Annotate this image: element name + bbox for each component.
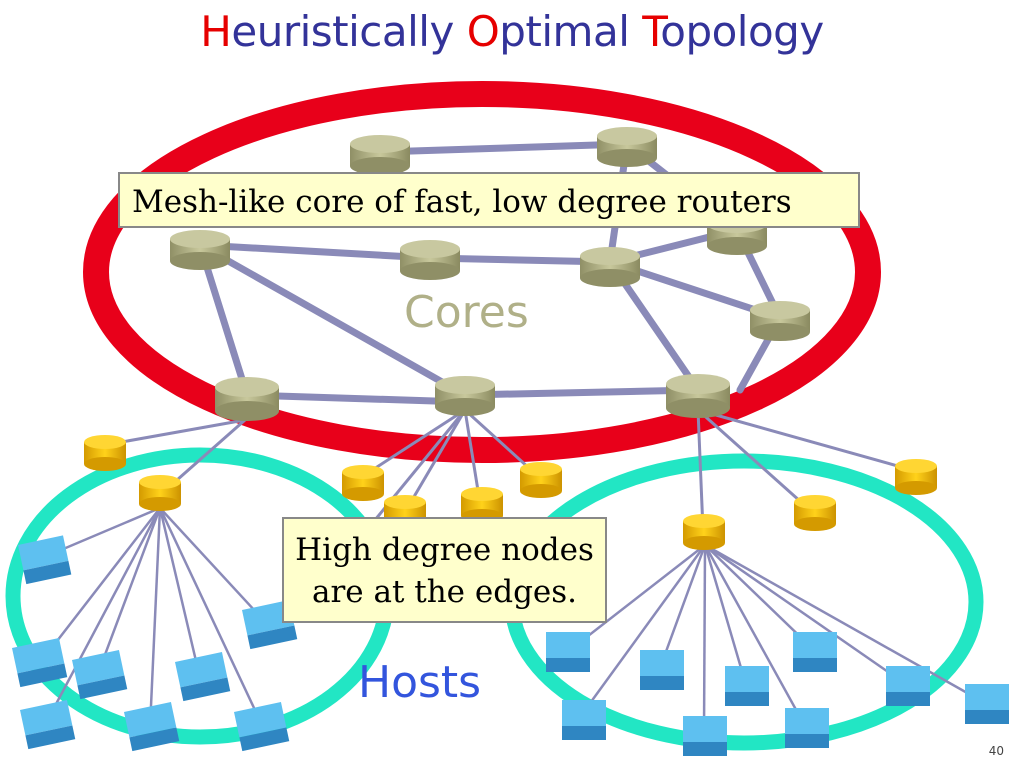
- box-host-icon: [19, 700, 76, 750]
- slide-title: Heuristically Optimal Topology: [0, 0, 1024, 58]
- cylinder-router-icon: [580, 247, 640, 287]
- box-host-icon: [546, 632, 590, 672]
- edge-callout-line-1: High degree nodes: [295, 532, 594, 568]
- cylinder-router-icon: [750, 301, 810, 341]
- title-word-optimal: ptimal: [499, 7, 643, 56]
- host-links-right: [569, 543, 986, 734]
- cylinder-router-icon: [435, 376, 495, 416]
- box-host-icon: [175, 652, 231, 702]
- cylinder-router-icon: [794, 495, 836, 531]
- core-ring: [83, 81, 881, 463]
- edge-callout: High degree nodes are at the edges.: [282, 517, 607, 623]
- cylinder-router-icon: [683, 514, 725, 550]
- title-initial-o: O: [466, 7, 500, 56]
- box-host-icon: [793, 632, 837, 672]
- core-routers: [170, 127, 810, 421]
- cylinder-router-icon: [597, 127, 657, 167]
- hosts-right: [546, 632, 1009, 756]
- box-host-icon: [725, 666, 769, 706]
- title-initial-h: H: [200, 7, 232, 56]
- cylinder-router-icon: [461, 487, 503, 523]
- cylinder-router-icon: [350, 135, 410, 175]
- title-word-topology: opology: [660, 7, 824, 56]
- cylinder-router-icon: [215, 377, 279, 421]
- box-host-icon: [562, 700, 606, 740]
- box-host-icon: [640, 650, 684, 690]
- cylinder-router-icon: [84, 435, 126, 471]
- box-host-icon: [785, 708, 829, 748]
- cylinder-router-icon: [170, 230, 230, 270]
- cylinder-router-icon: [400, 240, 460, 280]
- box-host-icon: [72, 650, 128, 700]
- cylinder-router-icon: [520, 462, 562, 498]
- edge-routers: [84, 435, 937, 550]
- cylinder-router-icon: [139, 475, 181, 511]
- cores-label: Cores: [404, 287, 529, 338]
- box-host-icon: [683, 716, 727, 756]
- core-callout: Mesh-like core of fast, low degree route…: [118, 172, 860, 228]
- box-host-icon: [965, 684, 1009, 724]
- box-host-icon: [886, 666, 930, 706]
- box-host-icon: [124, 702, 180, 752]
- page-number: 40: [988, 744, 1004, 758]
- cylinder-router-icon: [666, 374, 730, 418]
- cylinder-router-icon: [895, 459, 937, 495]
- hosts-label: Hosts: [358, 657, 482, 708]
- box-host-icon: [242, 600, 298, 650]
- box-host-icon: [234, 702, 290, 752]
- hosts-left: [11, 535, 298, 752]
- title-word-heuristically: euristically: [231, 7, 467, 56]
- title-initial-t: T: [642, 7, 661, 56]
- box-host-icon: [17, 535, 72, 585]
- cylinder-router-icon: [342, 465, 384, 501]
- box-host-icon: [11, 638, 68, 688]
- edge-callout-line-2: are at the edges.: [311, 574, 578, 610]
